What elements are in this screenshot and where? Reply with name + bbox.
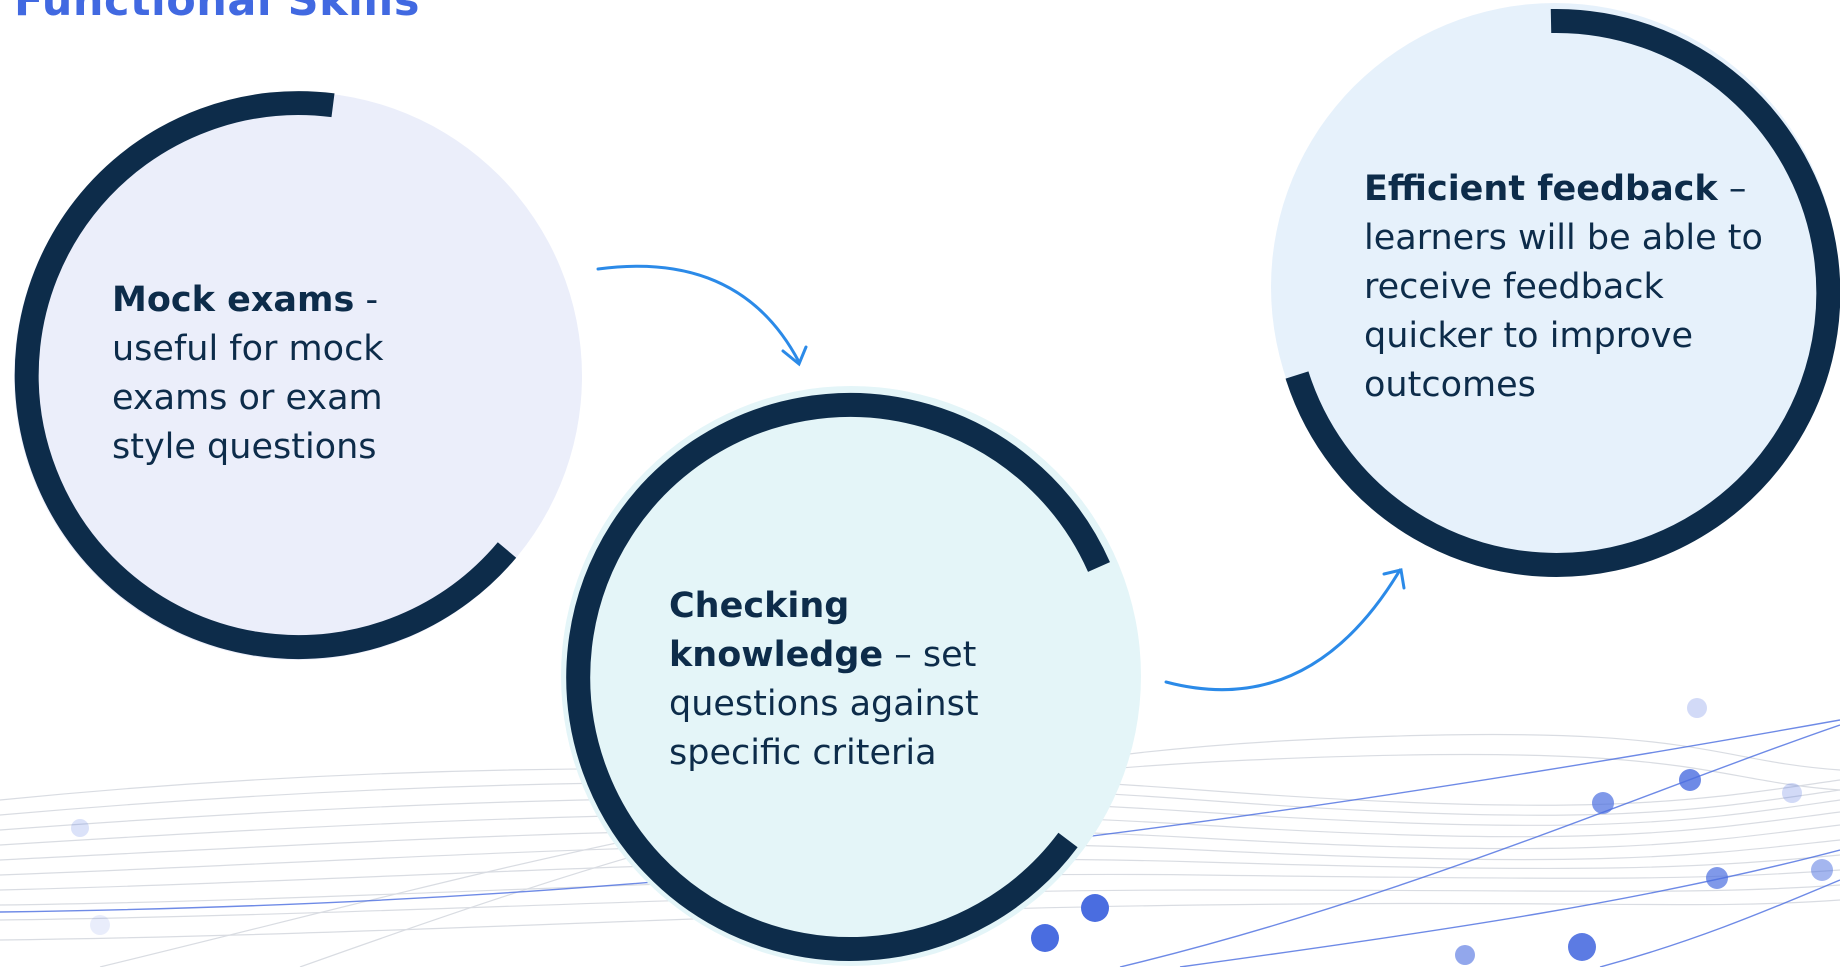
step-2-fill (561, 386, 1141, 966)
step-1-ring (14, 91, 517, 660)
step-1-fill (14, 92, 582, 660)
step-1-heading: Mock exams (112, 280, 355, 320)
page-title: Functional Skills (14, 0, 420, 26)
step-3-body: – learners will be able to receive feedb… (1364, 169, 1763, 405)
step-1-text: Mock exams - useful for mock exams or ex… (112, 276, 452, 472)
step-2-body: – set questions against specific criteri… (669, 635, 979, 773)
curved-arrow-icon (1164, 568, 1406, 692)
step-3-heading: Efficient feedback (1364, 169, 1718, 209)
step-2-heading: Checking knowledge (669, 586, 884, 675)
step-2-text: Checking knowledge – set questions again… (669, 582, 1009, 778)
network-dots (71, 698, 1833, 965)
step-2-ring (566, 393, 1110, 961)
curved-arrow-icon (596, 264, 808, 367)
step-3-text: Efficient feedback – learners will be ab… (1364, 165, 1784, 410)
step-3-ring (1285, 8, 1840, 577)
step-3-fill (1271, 3, 1839, 571)
step-1-body: - useful for mock exams or exam style qu… (112, 280, 384, 467)
